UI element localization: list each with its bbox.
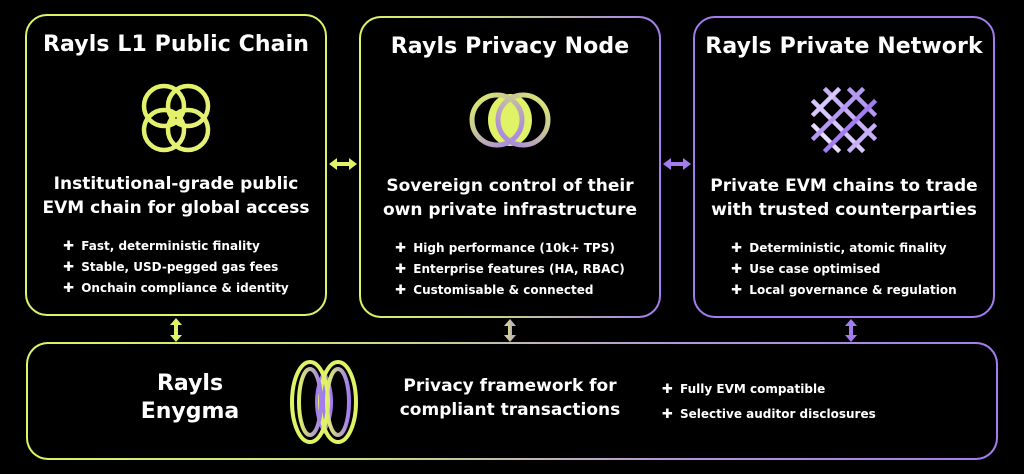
two-interlocked-circles-icon <box>468 80 552 164</box>
card-rayls-private-network: Rayls Private Network Private EVM chains… <box>693 16 995 318</box>
feature-item: ✚ Enterprise features (HA, RBAC) <box>395 259 624 280</box>
feature-text: Fully EVM compatible <box>680 382 826 396</box>
plus-icon: ✚ <box>395 283 407 298</box>
feature-item: ✚ Use case optimised <box>731 259 956 280</box>
card-subtitle-line: Sovereign control of their <box>386 176 634 196</box>
feature-list: ✚ Fully EVM compatible ✚ Selective auditor… <box>662 377 876 427</box>
bidirectional-arrow-icon <box>170 318 182 342</box>
feature-text: High performance (10k+ TPS) <box>413 241 615 255</box>
feature-text: Deterministic, atomic finality <box>749 241 947 255</box>
plus-icon: ✚ <box>731 262 743 277</box>
card-rayls-enygma: Rayls Enygma Priv <box>26 342 998 460</box>
overlapping-circles-icon <box>136 78 216 162</box>
plus-icon: ✚ <box>662 382 673 397</box>
plus-icon: ✚ <box>395 262 407 277</box>
card-subtitle: Institutional-grade public EVM chain for… <box>35 172 317 220</box>
card-rayls-l1-public-chain: Rayls L1 Public Chain Institutional-g <box>25 14 327 316</box>
card-subtitle-line: own private infrastructure <box>382 200 638 220</box>
card-subtitle-line: Private EVM chains to trade <box>710 176 978 196</box>
feature-item: ✚ Selective auditor disclosures <box>662 402 876 427</box>
card-title-line: Rayls <box>156 371 224 396</box>
feature-item: ✚ High performance (10k+ TPS) <box>395 238 624 259</box>
card-subtitle: Private EVM chains to trade with trusted… <box>703 174 985 222</box>
card-title: Rayls L1 Public Chain <box>42 32 309 57</box>
feature-text: Selective auditor disclosures <box>680 407 876 421</box>
feature-item: ✚ Stable, USD-pegged gas fees <box>63 257 289 278</box>
lattice-grid-icon <box>804 80 884 164</box>
card-subtitle-line: compliant transactions <box>399 400 621 420</box>
feature-text: Customisable & connected <box>413 283 594 297</box>
feature-list: ✚ Fast, deterministic finality ✚ Stable, U… <box>27 236 325 299</box>
feature-list: ✚ High performance (10k+ TPS) ✚ Enterprise… <box>361 238 659 301</box>
plus-icon: ✚ <box>662 407 673 422</box>
feature-item: ✚ Local governance & regulation <box>731 280 956 301</box>
card-subtitle-line: Privacy framework for <box>403 376 617 396</box>
plus-icon: ✚ <box>731 241 743 256</box>
card-title: Rayls Private Network <box>705 34 983 59</box>
plus-icon: ✚ <box>63 281 75 296</box>
card-title: Rayls Enygma <box>110 370 270 426</box>
plus-icon: ✚ <box>395 241 407 256</box>
feature-item: ✚ Customisable & connected <box>395 280 624 301</box>
feature-text: Enterprise features (HA, RBAC) <box>413 262 625 276</box>
plus-icon: ✚ <box>63 239 75 254</box>
feature-item: ✚ Onchain compliance & identity <box>63 278 289 299</box>
card-subtitle-line: Institutional-grade public <box>53 174 299 194</box>
card-title: Rayls Privacy Node <box>390 34 630 59</box>
nested-rings-icon <box>286 358 362 450</box>
bidirectional-arrow-icon <box>663 158 691 170</box>
feature-text: Local governance & regulation <box>749 283 957 297</box>
plus-icon: ✚ <box>731 283 743 298</box>
bidirectional-arrow-icon <box>845 319 857 342</box>
feature-text: Fast, deterministic finality <box>81 239 260 253</box>
feature-item: ✚ Deterministic, atomic finality <box>731 238 956 259</box>
bidirectional-arrow-icon <box>329 158 357 170</box>
bidirectional-arrow-icon <box>504 319 516 342</box>
feature-text: Use case optimised <box>749 262 881 276</box>
feature-text: Onchain compliance & identity <box>81 281 289 295</box>
card-subtitle: Sovereign control of their own private i… <box>369 174 651 222</box>
feature-text: Stable, USD-pegged gas fees <box>81 260 279 274</box>
feature-list: ✚ Deterministic, atomic finality ✚ Use cas… <box>695 238 993 301</box>
plus-icon: ✚ <box>63 260 75 275</box>
feature-item: ✚ Fast, deterministic finality <box>63 236 289 257</box>
feature-item: ✚ Fully EVM compatible <box>662 377 876 402</box>
card-subtitle: Privacy framework for compliant transact… <box>394 374 626 422</box>
card-title-line: Enygma <box>140 399 240 424</box>
card-subtitle-line: EVM chain for global access <box>42 198 310 218</box>
card-rayls-privacy-node: Rayls Privacy Node <box>359 16 661 318</box>
card-subtitle-line: with trusted counterparties <box>711 200 977 220</box>
